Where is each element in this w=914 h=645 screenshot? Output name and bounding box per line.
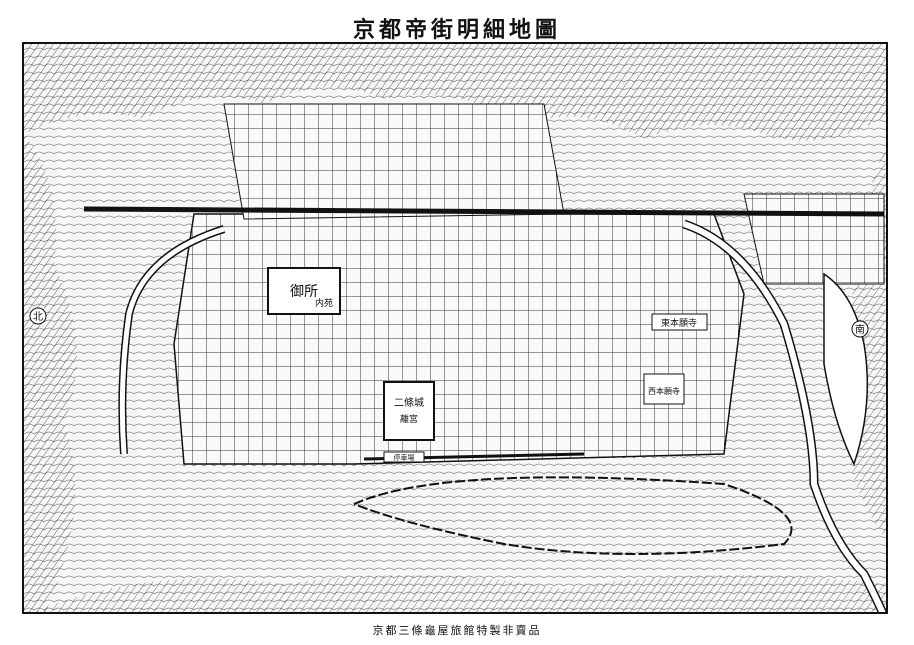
imperial-palace[interactable] xyxy=(267,267,341,315)
southern-hills xyxy=(33,575,886,612)
palace-label: 御所 xyxy=(290,284,318,300)
west-honganji-label: 西本願寺 xyxy=(648,386,680,396)
east-honganji-label: 東本願寺 xyxy=(661,317,697,329)
kamo-river-water xyxy=(683,221,886,612)
map-frame[interactable]: 御所 内苑 二條城 離宮 東本願寺 西本願寺 停車場 北 南 xyxy=(22,42,888,614)
map-title: 京都帝街明細地圖 xyxy=(352,17,561,43)
northern-mountains xyxy=(24,44,886,141)
western-mountains xyxy=(24,134,77,612)
south-marker xyxy=(851,320,869,338)
station[interactable] xyxy=(383,451,425,463)
station-label: 停車場 xyxy=(394,453,415,462)
railway xyxy=(353,476,793,555)
nijo-castle[interactable] xyxy=(383,381,435,441)
south-label: 南 xyxy=(855,323,865,336)
palace-inner-label: 内苑 xyxy=(315,297,333,309)
northern-district xyxy=(223,103,565,220)
nijo-sub-label: 離宮 xyxy=(400,413,418,425)
katsura-river-water xyxy=(119,226,225,455)
city-grid xyxy=(173,213,745,465)
map-footer: 京都三條龜屋旅館特製非賣品 xyxy=(372,624,542,637)
main-avenue xyxy=(83,206,885,217)
eastern-district xyxy=(743,193,885,285)
city-map[interactable]: 御所 内苑 二條城 離宮 東本願寺 西本願寺 停車場 北 南 xyxy=(24,44,888,614)
nijo-label: 二條城 xyxy=(394,396,424,409)
north-marker xyxy=(29,307,47,325)
west-honganji[interactable] xyxy=(643,373,685,405)
east-honganji[interactable] xyxy=(651,313,708,331)
north-label: 北 xyxy=(33,311,43,323)
